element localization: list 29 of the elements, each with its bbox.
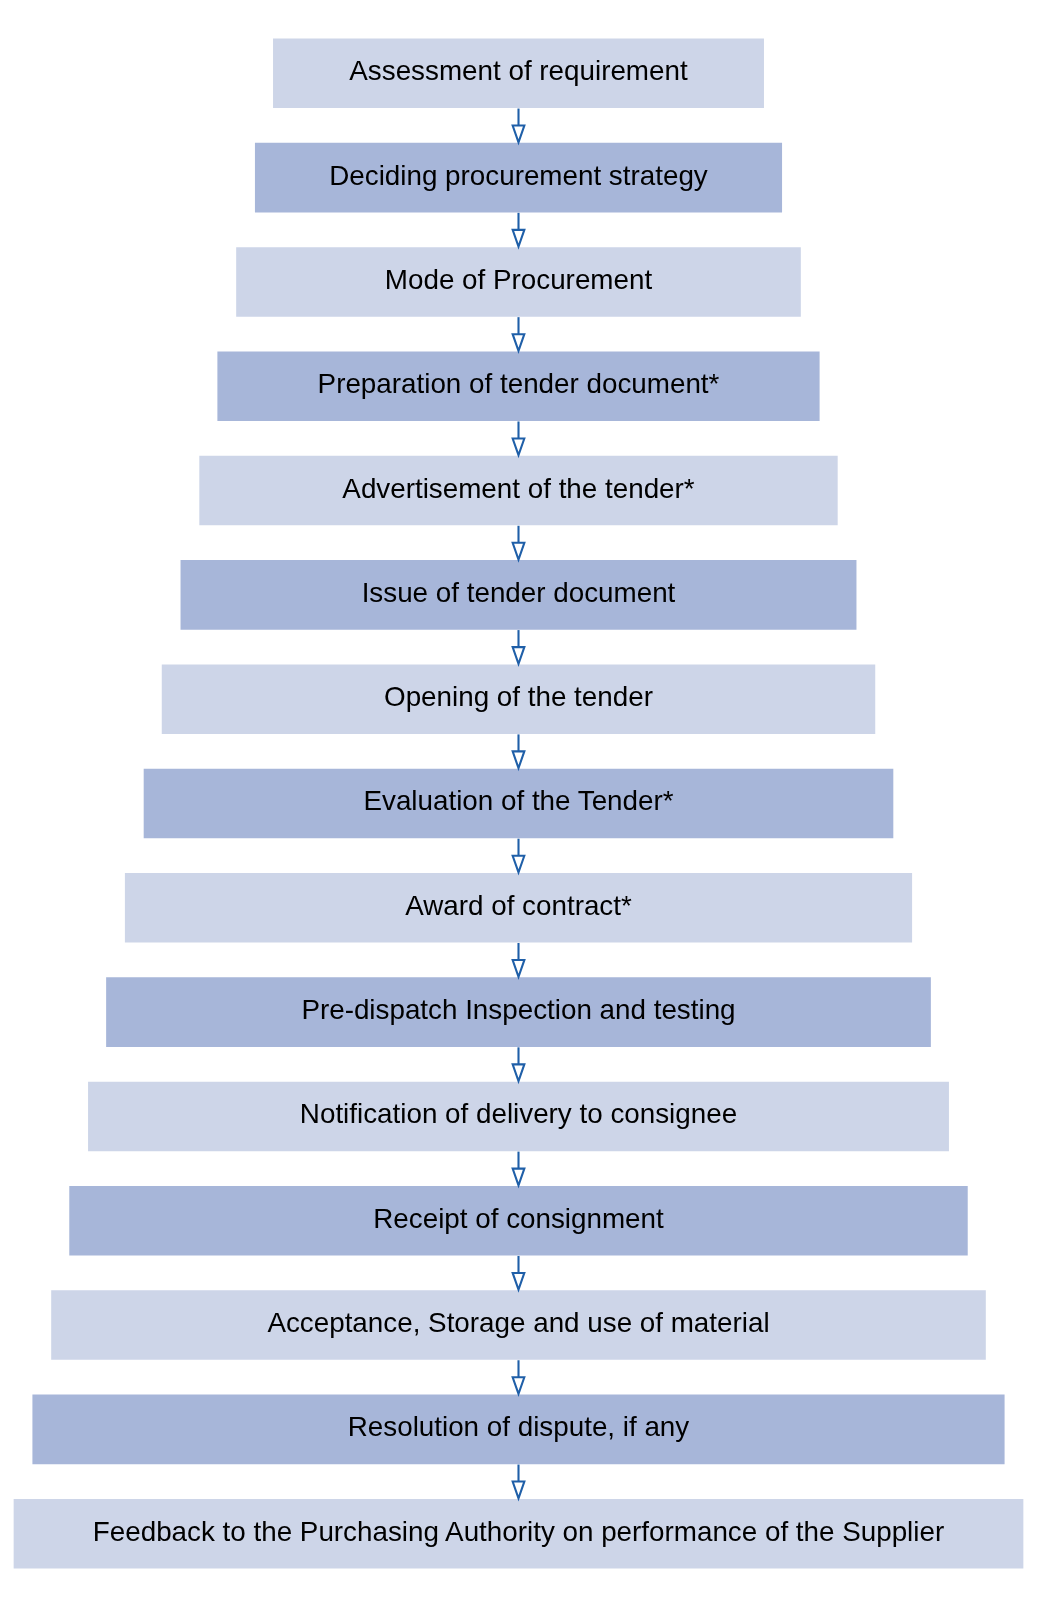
node-box: Resolution of dispute, if any <box>32 1394 1005 1465</box>
arrow <box>511 525 526 563</box>
node-box: Deciding procurement strategy <box>254 142 783 213</box>
node-box: Pre-dispatch Inspection and testing <box>106 977 931 1047</box>
arrow <box>511 317 526 355</box>
arrow <box>511 838 526 876</box>
node-box: Award of contract* <box>124 873 913 943</box>
arrow <box>511 734 526 772</box>
arrow <box>511 1151 526 1189</box>
node-box: Assessment of requirement <box>273 38 764 109</box>
arrow <box>511 1464 526 1502</box>
arrow <box>511 943 526 980</box>
node-box: Advertisement of the tender* <box>199 455 838 526</box>
arrow <box>511 108 526 146</box>
node-box: Acceptance, Storage and use of material <box>51 1290 986 1360</box>
node-box: Receipt of consignment <box>69 1185 968 1256</box>
arrow <box>511 421 526 459</box>
node-box: Evaluation of the Tender* <box>143 768 894 839</box>
node-box: Mode of Procurement <box>236 247 801 317</box>
arrow <box>511 630 526 667</box>
arrow <box>511 212 526 250</box>
node-box: Issue of tender document <box>180 560 857 630</box>
arrow <box>511 1360 526 1398</box>
node-box: Opening of the tender <box>161 664 876 734</box>
arrow <box>511 1047 526 1085</box>
node-box: Preparation of tender document* <box>217 351 820 422</box>
node-box: Notification of delivery to consignee <box>88 1081 949 1152</box>
arrow <box>511 1255 526 1293</box>
node-box: Feedback to the Purchasing Authority on performance of the Supplier <box>13 1498 1024 1569</box>
